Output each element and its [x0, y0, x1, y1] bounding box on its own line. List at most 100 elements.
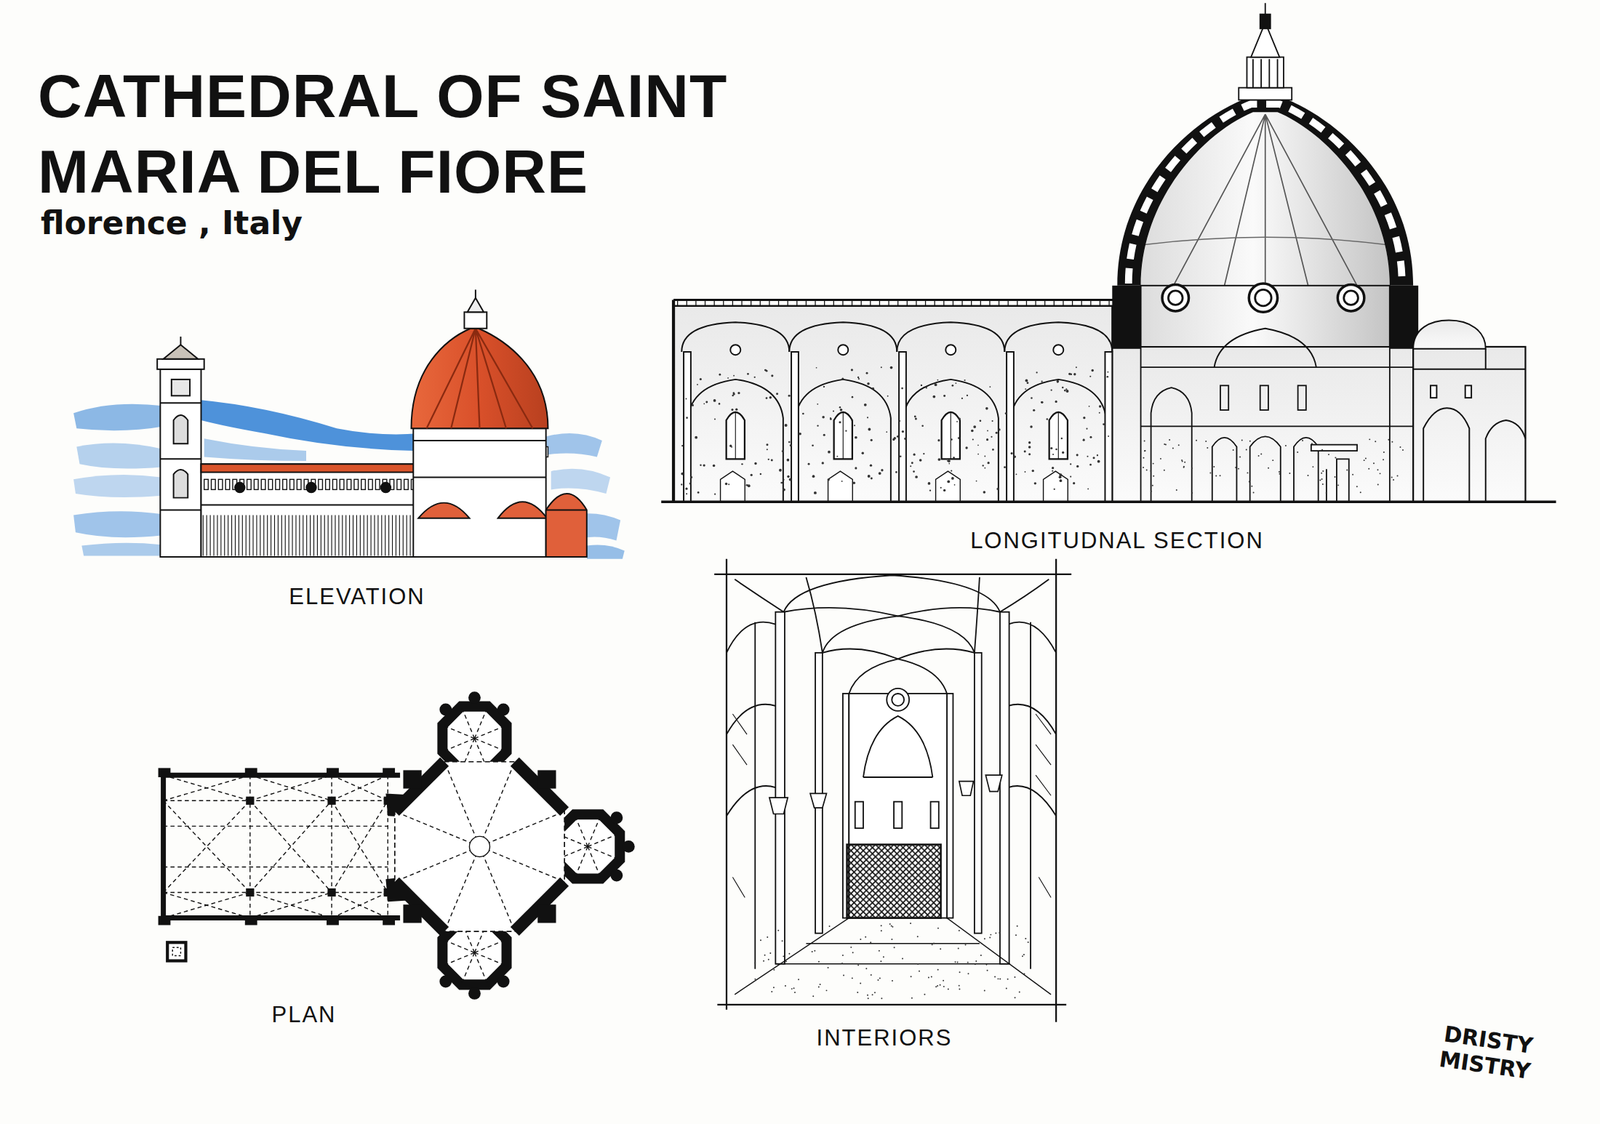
floor-plan	[163, 866, 389, 868]
floor-texture	[870, 974, 872, 976]
floor-lines	[946, 918, 1051, 995]
apse-section	[1485, 420, 1526, 502]
wall-texture	[1176, 489, 1178, 491]
wall-texture	[1152, 475, 1155, 478]
facade-pattern	[313, 514, 315, 556]
apse-section	[1485, 349, 1487, 370]
apse-section	[1423, 408, 1470, 502]
floor-texture	[939, 948, 942, 950]
floor-plan	[331, 893, 388, 919]
floor-texture	[974, 963, 976, 966]
wall-texture	[1106, 376, 1110, 379]
columns	[775, 612, 785, 965]
wall-texture	[1234, 466, 1237, 469]
wall-texture	[718, 402, 721, 406]
wall-texture	[1098, 405, 1102, 408]
facade-pattern	[281, 514, 283, 556]
wall-texture	[1260, 453, 1262, 456]
floor-plan	[537, 770, 556, 789]
wall-texture	[990, 436, 992, 438]
apse-section	[1430, 385, 1437, 398]
wall-texture	[878, 472, 882, 475]
wall-texture	[1165, 444, 1167, 446]
wall-texture	[784, 424, 788, 427]
roof-truss	[869, 299, 871, 306]
wall-texture	[1142, 466, 1144, 469]
roof-truss	[1044, 299, 1046, 306]
wall-texture	[1301, 440, 1304, 442]
floor-texture	[937, 969, 939, 971]
wall-texture	[1075, 366, 1078, 368]
wall-texture	[823, 386, 825, 388]
floor-texture	[989, 934, 992, 936]
floor-texture	[852, 952, 854, 954]
roof-truss	[989, 299, 990, 306]
facade-pattern	[288, 514, 290, 556]
dome-elevation	[498, 501, 547, 518]
wall-texture	[1399, 446, 1401, 448]
floor-texture	[864, 936, 867, 939]
wall-texture	[898, 420, 901, 422]
floor-plan	[474, 952, 488, 985]
floor-plan	[610, 811, 623, 824]
wall-texture	[1368, 468, 1370, 470]
floor-plan	[326, 916, 339, 926]
vault-ribs	[784, 575, 1000, 613]
floor-texture	[773, 986, 775, 989]
wall-texture	[1360, 491, 1362, 494]
floor-texture	[880, 997, 883, 1000]
roof-truss	[814, 299, 816, 306]
wall-texture	[896, 435, 899, 438]
wall-texture	[940, 487, 942, 489]
wall-texture	[802, 413, 805, 416]
wall-texture	[952, 384, 955, 387]
floor-texture	[984, 990, 986, 992]
end-wall	[855, 802, 864, 829]
wall-texture	[699, 378, 702, 381]
wall-texture	[911, 461, 914, 464]
nave-elevation	[200, 464, 416, 472]
facade-pattern	[356, 514, 358, 556]
wall-texture	[1089, 376, 1091, 378]
floor-texture	[865, 968, 867, 970]
wall-texture	[1346, 469, 1348, 472]
wall-texture	[1334, 476, 1336, 478]
wall-texture	[919, 458, 923, 462]
sheet-title: CATHEDRAL OF SAINT MARIA DEL FIORE	[37, 58, 780, 210]
floor-texture	[827, 967, 830, 969]
floor-plan	[327, 797, 336, 806]
floor-texture	[967, 962, 969, 964]
floor-texture	[965, 944, 967, 947]
facade-pattern	[225, 479, 230, 490]
apse-section	[1413, 320, 1526, 503]
wall-texture	[1069, 463, 1072, 465]
wall-texture	[733, 375, 735, 377]
facade-pattern	[352, 514, 354, 556]
floor-plan	[587, 846, 601, 879]
wall-texture	[1320, 472, 1323, 475]
floor-texture	[957, 947, 960, 950]
floor-texture	[794, 992, 796, 994]
wall-texture	[780, 482, 783, 485]
wall-texture	[1030, 397, 1033, 400]
dome-section	[1141, 112, 1390, 286]
facade-pattern	[375, 479, 380, 490]
vault-ribs	[805, 577, 979, 654]
wall-texture	[1267, 467, 1270, 470]
wall-texture	[689, 482, 692, 485]
wall-texture	[1382, 458, 1384, 461]
floor-texture	[819, 984, 822, 986]
wall-texture	[1253, 492, 1255, 494]
dome-elevation	[546, 509, 587, 511]
floor-plan	[474, 706, 488, 739]
wall-texture	[858, 378, 860, 380]
floor-plan	[587, 846, 620, 860]
wall-texture	[703, 402, 705, 405]
wall-texture	[1013, 456, 1016, 459]
wall-texture	[1184, 461, 1186, 464]
roof-truss	[760, 299, 761, 306]
wall-texture	[983, 490, 987, 494]
floor-plan	[163, 775, 400, 918]
floor-plan	[250, 893, 332, 919]
dome-section	[1112, 96, 1419, 350]
